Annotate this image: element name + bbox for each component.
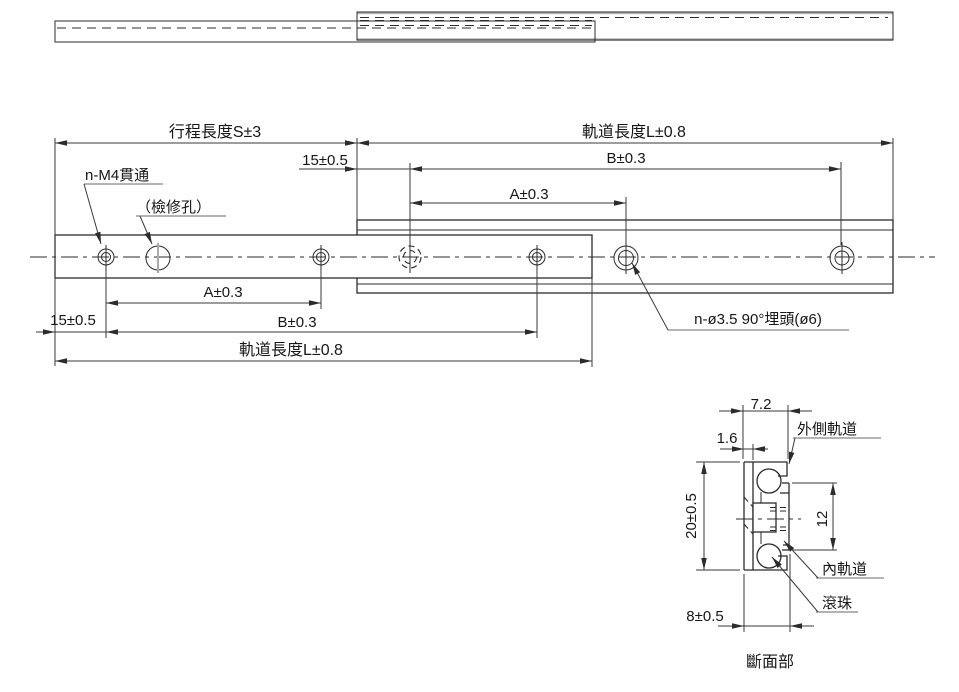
label-outer-rail: 外側軌道 [797, 421, 857, 438]
hidden-edges [770, 506, 790, 532]
dimension-lines [36, 140, 893, 364]
dim-1-6-label: 1.6 [717, 430, 738, 447]
dim-20-label: 20±0.5 [683, 493, 700, 539]
dim-15-bottom-label: 15±0.5 [50, 312, 96, 329]
callout-m4-label: n-M4貫通 [85, 167, 149, 184]
dim-7-2-label: 7.2 [751, 396, 772, 413]
closed-slide-top-view [54, 11, 894, 43]
inner-rail-closed [54, 20, 596, 43]
ball-bottom [756, 543, 782, 569]
extended-slide-plan-view: 行程長度S±3 軌道長度L±0.8 15±0.5 B±0.3 A±0.3 n-M… [30, 123, 935, 367]
section-title: 斷面部 [746, 653, 794, 671]
callout-leaders [83, 183, 849, 331]
inner-rail-profile [780, 482, 790, 551]
ball-retainer [752, 502, 777, 533]
dim-b-bottom-label: B±0.3 [277, 314, 316, 331]
callout-countersunk-label: n-ø3.5 90°埋頭(ø6) [694, 311, 822, 328]
cross-section-view: 7.2 1.6 20±0.5 12 8±0.5 外側軌道 內軌道 滾珠 斷面部 [683, 396, 884, 671]
dim-15-top-label: 15±0.5 [302, 152, 348, 169]
dim-a-top-label: A±0.3 [509, 186, 548, 203]
ball-top [756, 468, 782, 494]
extension-lines [54, 138, 894, 367]
dim-a-bottom-label: A±0.3 [203, 284, 242, 301]
dim-rail-length-top-label: 軌道長度L±0.8 [582, 123, 686, 141]
label-ball: 滾珠 [822, 595, 852, 612]
label-inner-rail: 內軌道 [822, 561, 867, 578]
callout-inspection-label: （檢修孔） [136, 199, 211, 216]
section-leaders [771, 437, 884, 613]
outer-rail-closed [356, 11, 894, 41]
dim-b-top-label: B±0.3 [606, 150, 645, 167]
section-dimensions [696, 405, 837, 632]
dim-8-label: 8±0.5 [686, 608, 723, 625]
mounting-holes [97, 242, 855, 274]
dim-rail-length-bottom-label: 軌道長度L±0.8 [239, 341, 343, 359]
dim-12-label: 12 [814, 511, 831, 528]
dim-stroke-length-label: 行程長度S±3 [169, 123, 261, 141]
